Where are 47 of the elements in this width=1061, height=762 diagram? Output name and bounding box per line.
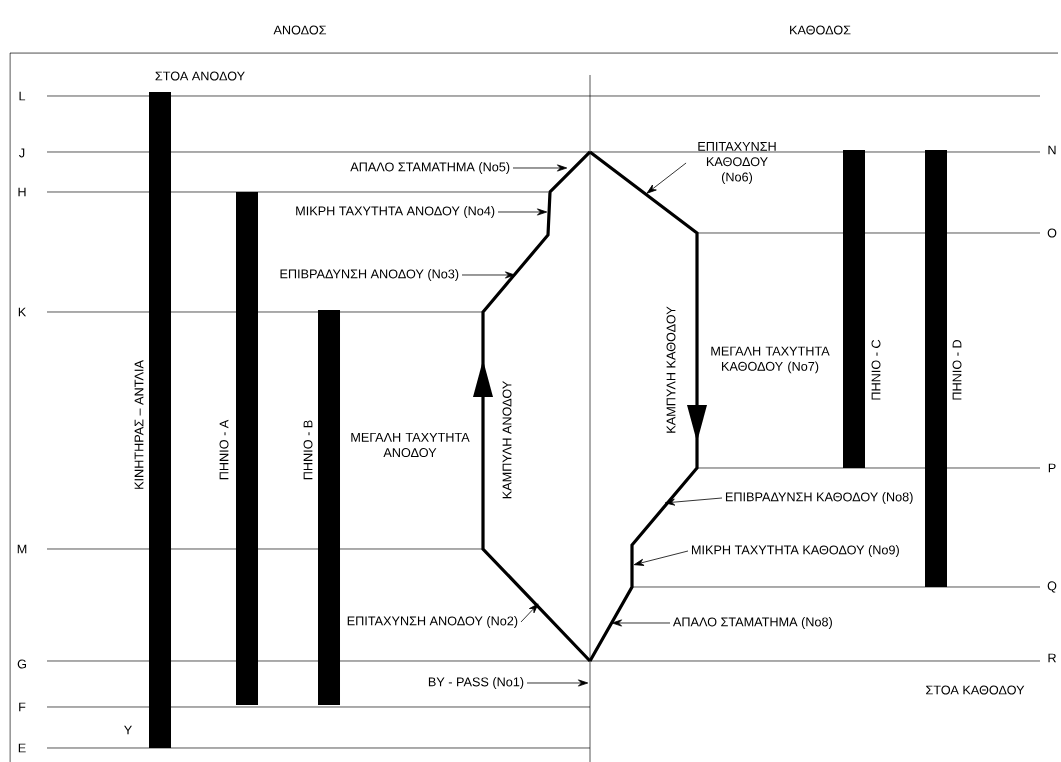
coil-bar xyxy=(318,310,340,705)
bar-label: ΚΙΝΗΤΗΡΑΣ – ΑΝΤΛΙΑ xyxy=(134,360,144,489)
leader-label: ΕΠΙΤΑΧΥΝΣΗ ΑΝΟΔΟΥ (No2) xyxy=(347,616,518,628)
leader-line xyxy=(461,271,516,279)
leader-line xyxy=(633,550,689,566)
level-letter: K xyxy=(18,307,27,317)
level-letter: H xyxy=(18,187,26,197)
section-heading: ΚΑΘΟΔΟΣ xyxy=(790,25,851,35)
level-letter: Q xyxy=(1047,581,1057,593)
curve-label: ΚΑΜΠΥΛΗ ΚΑΘΟΔΟΥ xyxy=(666,306,676,433)
curve-label: ΚΑΜΠΥΛΗ ΑΝΟΔΟΥ xyxy=(502,381,512,499)
leader-line xyxy=(646,162,687,194)
leader-label: ΕΠΙΤΑΧΥΝΣΗ ΚΑΘΟΔΟΥ (No6) xyxy=(698,142,776,184)
level-letter: O xyxy=(1047,228,1057,238)
leader-line xyxy=(664,497,723,506)
leader-line xyxy=(526,679,589,687)
level-letter: J xyxy=(19,148,25,158)
bar-label: ΠΗΝΙΟ - A xyxy=(219,419,229,480)
level-letter: E xyxy=(18,743,26,753)
level-letter: F xyxy=(19,702,26,712)
level-letter: M xyxy=(17,544,27,554)
leader-label: BY - PASS (No1) xyxy=(428,677,524,689)
bar-label: ΠΗΝΙΟ - B xyxy=(303,420,313,480)
leader-label: ΜΙΚΡΗ ΤΑΧΥΤΗΤΑ ΚΑΘΟΔΟΥ (No9) xyxy=(692,545,899,557)
level-letter: N xyxy=(1048,145,1056,155)
coil-bar xyxy=(925,150,947,587)
leader-line xyxy=(520,603,539,623)
leader-line xyxy=(497,208,548,216)
level-letter: R xyxy=(1048,653,1056,663)
leader-label: ΜΙΚΡΗ ΤΑΧΥΤΗΤΑ ΑΝΟΔΟΥ (No4) xyxy=(296,206,495,218)
gallery-label: ΣΤΟΑ ΚΑΘΟΔΟΥ xyxy=(926,685,1025,695)
level-letter: L xyxy=(19,91,26,101)
coil-bar xyxy=(236,192,258,705)
leader-label: ΑΠΑΛΟ ΣΤΑΜΑΤΗΜΑ (No5) xyxy=(350,162,510,174)
leader-label: ΑΠΑΛΟ ΣΤΑΜΑΤΗΜΑ (No8) xyxy=(672,617,832,629)
leader-line xyxy=(512,164,568,172)
leader-label: ΕΠΙΒΡΑΔΥΝΣΗ ΑΝΟΔΟΥ (No3) xyxy=(280,269,459,281)
section-heading: ΑΝΟΔΟΣ xyxy=(273,25,327,35)
coil-bar xyxy=(843,150,865,468)
bar-label: ΠΗΝΙΟ - C xyxy=(871,339,881,400)
pit-label: Y xyxy=(124,725,132,735)
leader-line xyxy=(611,619,671,627)
level-letter: G xyxy=(17,659,26,669)
motor-pump-bar xyxy=(149,92,171,748)
leader-label: ΕΠΙΒΡΑΔΥΝΣΗ ΚΑΘΟΔΟΥ (No8) xyxy=(726,492,913,504)
bar-label: ΠΗΝΙΟ - D xyxy=(952,340,962,400)
level-letter: P xyxy=(1048,463,1056,473)
